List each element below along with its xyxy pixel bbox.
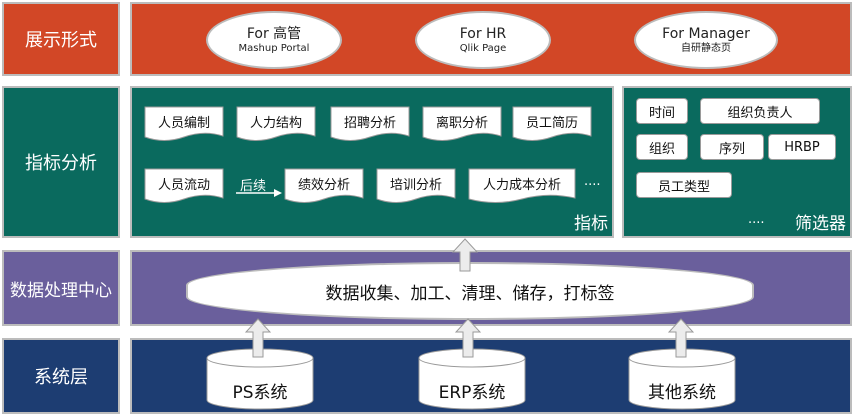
metric-doc[interactable]: 招聘分析: [330, 106, 410, 144]
metric-doc[interactable]: 人力成本分析: [468, 168, 576, 206]
display-item-exec[interactable]: For 高管 Mashup Portal: [206, 11, 342, 69]
display-item-manager[interactable]: For Manager 自研静态页: [634, 11, 778, 69]
filter-caption: 筛选器: [795, 214, 846, 234]
up-arrow-icon: [668, 318, 694, 358]
system-db[interactable]: PS系统: [206, 348, 314, 410]
metric-label: 人力成本分析: [482, 178, 561, 193]
row-label-metrics: 指标分析: [2, 86, 120, 238]
filter-chip[interactable]: 序列: [700, 134, 764, 160]
display-panel: For 高管 Mashup Portal For HR Qlik Page Fo…: [130, 2, 852, 76]
metric-doc[interactable]: 人员编制: [144, 106, 224, 144]
system-label: PS系统: [232, 383, 288, 403]
filter-chip[interactable]: 组织: [636, 134, 688, 160]
metrics-more: ....: [584, 174, 601, 189]
metric-doc[interactable]: 培训分析: [376, 168, 456, 206]
display-item-title: For 高管: [246, 25, 302, 42]
metric-doc[interactable]: 人力结构: [236, 106, 316, 144]
display-item-title: For HR: [459, 25, 507, 42]
metric-label: 离职分析: [435, 116, 488, 131]
display-item-sub: Mashup Portal: [238, 42, 310, 54]
metrics-caption: 指标: [574, 214, 608, 234]
display-item-sub: 自研静态页: [681, 42, 731, 54]
filter-chip[interactable]: 员工类型: [636, 172, 732, 198]
system-db[interactable]: ERP系统: [418, 348, 526, 410]
metric-label: 绩效分析: [297, 178, 350, 193]
up-arrow-icon: [245, 318, 271, 358]
display-item-title: For Manager: [662, 25, 750, 42]
display-item-sub: Qlik Page: [459, 42, 507, 54]
system-label: ERP系统: [438, 383, 506, 403]
system-db[interactable]: 其他系统: [628, 348, 736, 410]
metric-doc[interactable]: 员工简历: [512, 106, 592, 144]
metric-label: 招聘分析: [343, 116, 396, 131]
followup-label: 后续: [240, 179, 267, 194]
metric-doc[interactable]: 离职分析: [422, 106, 502, 144]
followup-arrow: [236, 189, 282, 197]
metric-label: 员工简历: [525, 116, 578, 131]
system-label: 其他系统: [648, 383, 716, 403]
metric-label: 人力结构: [249, 116, 302, 131]
metric-label: 培训分析: [389, 178, 442, 193]
metric-label: 人员编制: [157, 116, 210, 131]
metric-label: 人员流动: [157, 178, 210, 193]
filter-chip[interactable]: 组织负责人: [700, 98, 820, 124]
metric-doc[interactable]: 人员流动: [144, 168, 224, 206]
row-label-data: 数据处理中心: [2, 250, 120, 326]
filter-more: ....: [748, 212, 765, 227]
up-arrow-icon: [455, 318, 481, 358]
metrics-panel: 人员编制 人力结构 招聘分析 离职分析 员工简历 人员流动 后续 绩效分析 培训…: [130, 86, 614, 238]
filter-panel: 时间 组织负责人 组织 序列 HRBP 员工类型 .... 筛选器: [622, 86, 852, 238]
metric-doc[interactable]: 绩效分析: [284, 168, 364, 206]
filter-chip[interactable]: 时间: [636, 98, 688, 124]
display-item-hr[interactable]: For HR Qlik Page: [415, 11, 551, 69]
up-arrow-icon: [452, 238, 478, 272]
filter-chip[interactable]: HRBP: [768, 134, 836, 160]
row-label-display: 展示形式: [2, 2, 120, 76]
row-label-system: 系统层: [2, 338, 120, 414]
